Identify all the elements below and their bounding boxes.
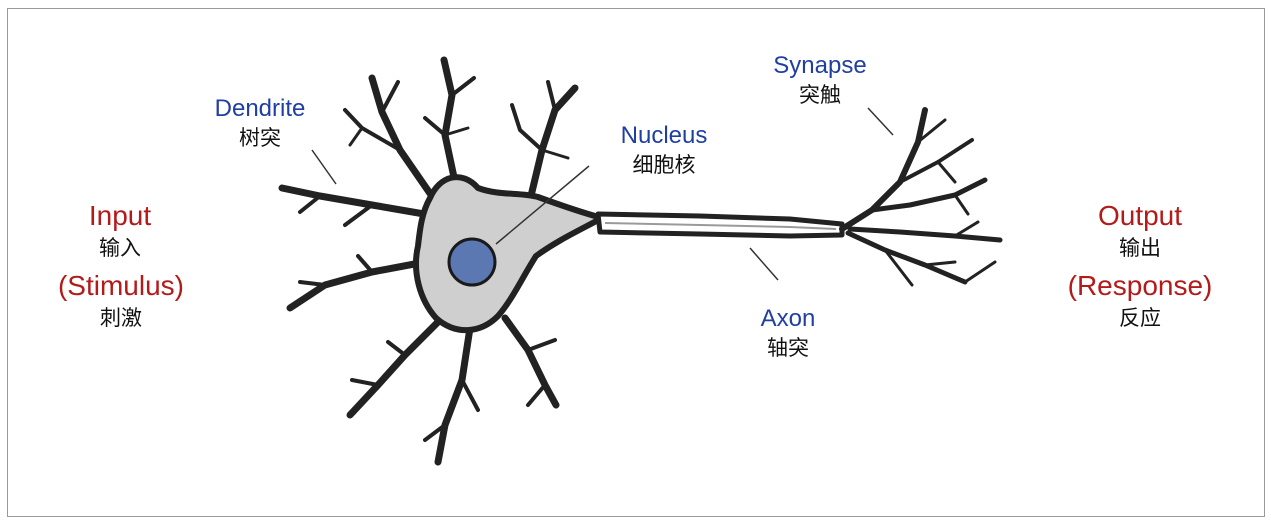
cell-body <box>413 174 605 334</box>
dendrite-branches <box>278 56 579 466</box>
input-label-group: Input 输入 <box>60 202 180 259</box>
output-label-zh: 输出 <box>1119 236 1161 260</box>
label-pointer-lines <box>311 107 894 281</box>
response-label-zh: 反应 <box>1119 306 1161 330</box>
diagram-frame <box>7 8 1265 517</box>
output-label-group: Output 输出 <box>1078 202 1202 259</box>
synapse-label-group: Synapse 突触 <box>766 54 874 106</box>
axon-label-group: Axon 轴突 <box>744 307 832 359</box>
stimulus-label-zh: 刺激 <box>100 306 142 330</box>
axon-core <box>604 222 837 230</box>
output-label: Output <box>1097 200 1183 231</box>
nucleus-label: Nucleus <box>620 122 708 149</box>
axon-label: Axon <box>760 305 816 332</box>
synapse-pointer <box>867 107 894 136</box>
dendrite-label: Dendrite <box>214 95 306 122</box>
synapse-label-zh: 突触 <box>799 83 841 107</box>
input-label: Input <box>88 200 152 231</box>
response-label-group: (Response) 反应 <box>1064 272 1216 329</box>
nucleus-pointer <box>495 165 590 245</box>
input-label-zh: 输入 <box>99 236 141 260</box>
dendrite-label-zh: 树突 <box>239 126 281 150</box>
axon-terminal-branches <box>839 107 1003 287</box>
axon-label-zh: 轴突 <box>767 336 809 360</box>
dendrite-pointer <box>311 149 337 185</box>
response-label: (Response) <box>1067 270 1213 301</box>
nucleus-label-zh: 细胞核 <box>632 153 696 177</box>
axon-pointer <box>749 247 779 281</box>
synapse-label: Synapse <box>773 52 867 79</box>
nucleus-label-group: Nucleus 细胞核 <box>612 124 716 176</box>
stimulus-label-group: (Stimulus) 刺激 <box>52 272 190 329</box>
dendrite-label-group: Dendrite 树突 <box>208 97 312 149</box>
nucleus-circle <box>447 237 497 287</box>
stimulus-label: (Stimulus) <box>57 270 184 301</box>
